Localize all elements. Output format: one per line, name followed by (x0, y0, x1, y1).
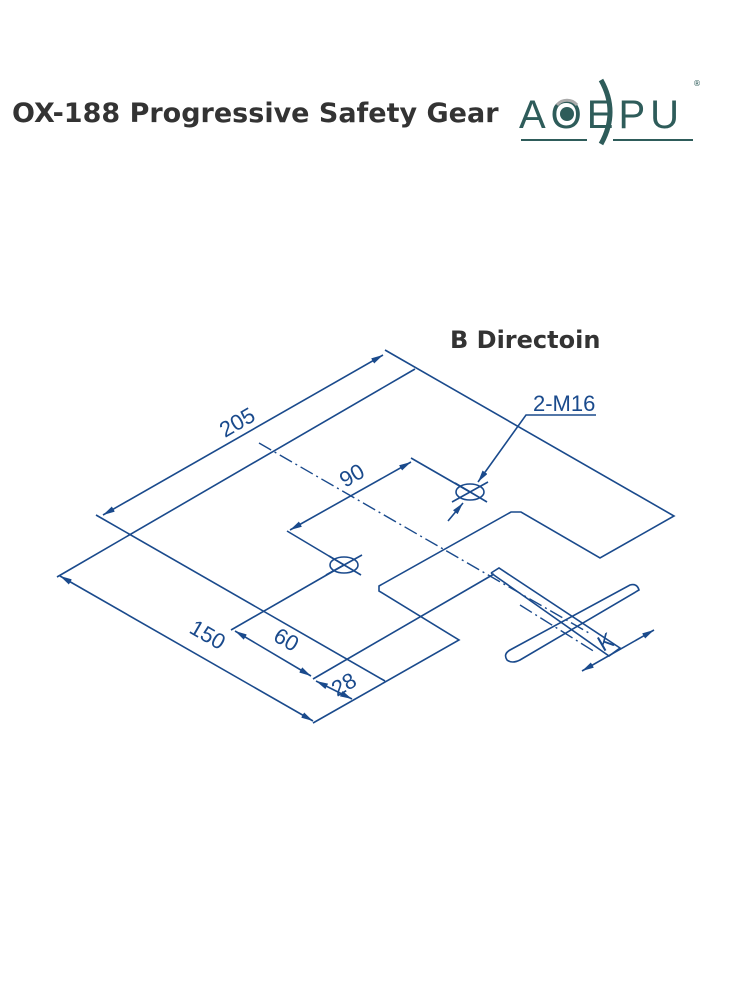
extension-line (95, 514, 386, 682)
inner-edge (312, 573, 495, 680)
hole-callout: 2-M16 (533, 391, 595, 416)
dim-205-label: 205 (215, 402, 259, 442)
hole-1 (451, 481, 489, 503)
dim-28-line (315, 680, 353, 700)
aoepu-logo: AOEPU ® (519, 78, 701, 146)
dim-150-line (59, 575, 314, 722)
view-label: B Directoin (450, 326, 601, 354)
dim-60-label: 60 (270, 623, 304, 657)
plate-outline-right (312, 349, 676, 724)
extension-line (230, 564, 345, 631)
hole-arrow (447, 502, 464, 522)
callout-leader (477, 414, 596, 483)
center-line (258, 442, 590, 634)
dim-k-line (581, 629, 655, 672)
page-title: OX-188 Progressive Safety Gear (12, 98, 499, 129)
dim-90-label: 90 (335, 458, 369, 492)
svg-text:®: ® (693, 79, 701, 88)
dim-28-label: 28 (327, 667, 361, 701)
hole-2 (325, 554, 363, 576)
dim-150-label: 150 (186, 615, 230, 655)
dim-60-line (234, 630, 312, 677)
brand-name: AOEPU (519, 93, 684, 137)
dim-205-line (102, 354, 384, 516)
dim-90-line (289, 461, 412, 531)
